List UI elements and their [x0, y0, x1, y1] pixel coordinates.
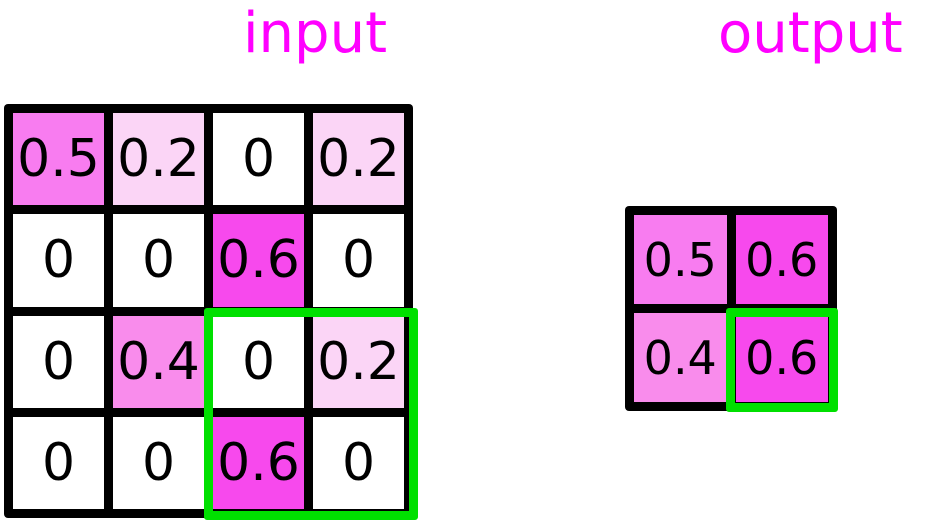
input-cell: 0 — [13, 315, 104, 408]
output-cell: 0.6 — [735, 313, 828, 402]
output-label: output — [718, 1, 903, 66]
input-cell: 0 — [13, 214, 104, 307]
input-grid: 0.5 0.2 0 0.2 0 0 0.6 0 0 0.4 0 0.2 0 0 … — [4, 104, 413, 518]
input-cell: 0 — [313, 214, 404, 307]
input-cell: 0.6 — [213, 416, 304, 509]
input-cell: 0.4 — [113, 315, 204, 408]
output-grid: 0.5 0.6 0.4 0.6 — [625, 206, 837, 411]
output-cell: 0.6 — [735, 215, 828, 304]
input-cell: 0.2 — [113, 113, 204, 206]
input-cell: 0.2 — [313, 315, 404, 408]
input-cell: 0 — [113, 214, 204, 307]
output-cell: 0.5 — [634, 215, 727, 304]
input-cell: 0 — [213, 315, 304, 408]
input-cell: 0.2 — [313, 113, 404, 206]
output-cell: 0.4 — [634, 313, 727, 402]
input-cell: 0.6 — [213, 214, 304, 307]
input-label: input — [243, 1, 388, 66]
input-cell: 0.5 — [13, 113, 104, 206]
input-cell: 0 — [313, 416, 404, 509]
input-cell: 0 — [13, 416, 104, 509]
input-cell: 0 — [113, 416, 204, 509]
input-cell: 0 — [213, 113, 304, 206]
